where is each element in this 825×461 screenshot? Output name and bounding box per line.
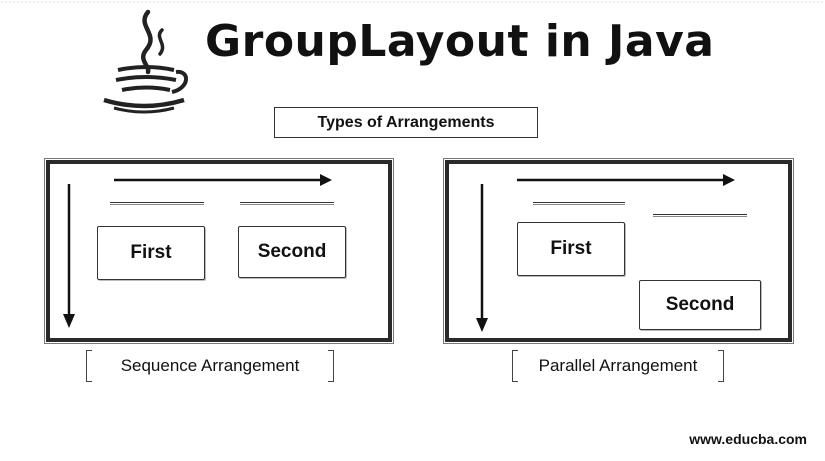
sequence-caption-label: Sequence Arrangement — [120, 356, 300, 375]
first-component: First — [517, 222, 625, 276]
subtitle-box: Types of Arrangements — [274, 107, 538, 138]
vertical-arrowhead-right — [476, 318, 488, 332]
caption-bracket-left — [512, 350, 518, 382]
horizontal-arrowhead-right — [723, 174, 735, 186]
horizontal-arrowhead-left — [320, 174, 332, 186]
arrows-right — [476, 174, 735, 332]
caption-bracket-right — [328, 350, 334, 382]
parallel-arrangement-panel: First Second — [443, 158, 794, 344]
footer-url[interactable]: www.educba.com — [689, 431, 807, 447]
java-coffee-cup-icon — [103, 9, 188, 114]
parallel-caption-label: Parallel Arrangement — [538, 356, 698, 375]
subtitle-label: Types of Arrangements — [317, 113, 495, 131]
first-label: First — [550, 238, 592, 259]
sequence-arrangement-panel: First Second — [44, 158, 394, 344]
second-gap-line — [653, 214, 747, 217]
first-component: First — [97, 226, 205, 280]
arrows-left — [63, 174, 332, 328]
vertical-arrowhead-left — [63, 314, 75, 328]
first-gap-line — [110, 202, 204, 205]
dotted-top-border — [0, 0, 825, 4]
second-label: Second — [665, 294, 735, 315]
first-gap-line — [533, 202, 625, 205]
second-gap-line — [240, 202, 334, 205]
caption-bracket-right — [718, 350, 724, 382]
second-component: Second — [639, 280, 761, 330]
second-component: Second — [238, 226, 346, 278]
parallel-caption: Parallel Arrangement — [512, 350, 724, 382]
first-label: First — [130, 242, 172, 263]
caption-bracket-left — [86, 350, 92, 382]
second-label: Second — [257, 241, 327, 262]
sequence-caption: Sequence Arrangement — [86, 350, 334, 382]
page-title: GroupLayout in Java — [205, 16, 715, 67]
